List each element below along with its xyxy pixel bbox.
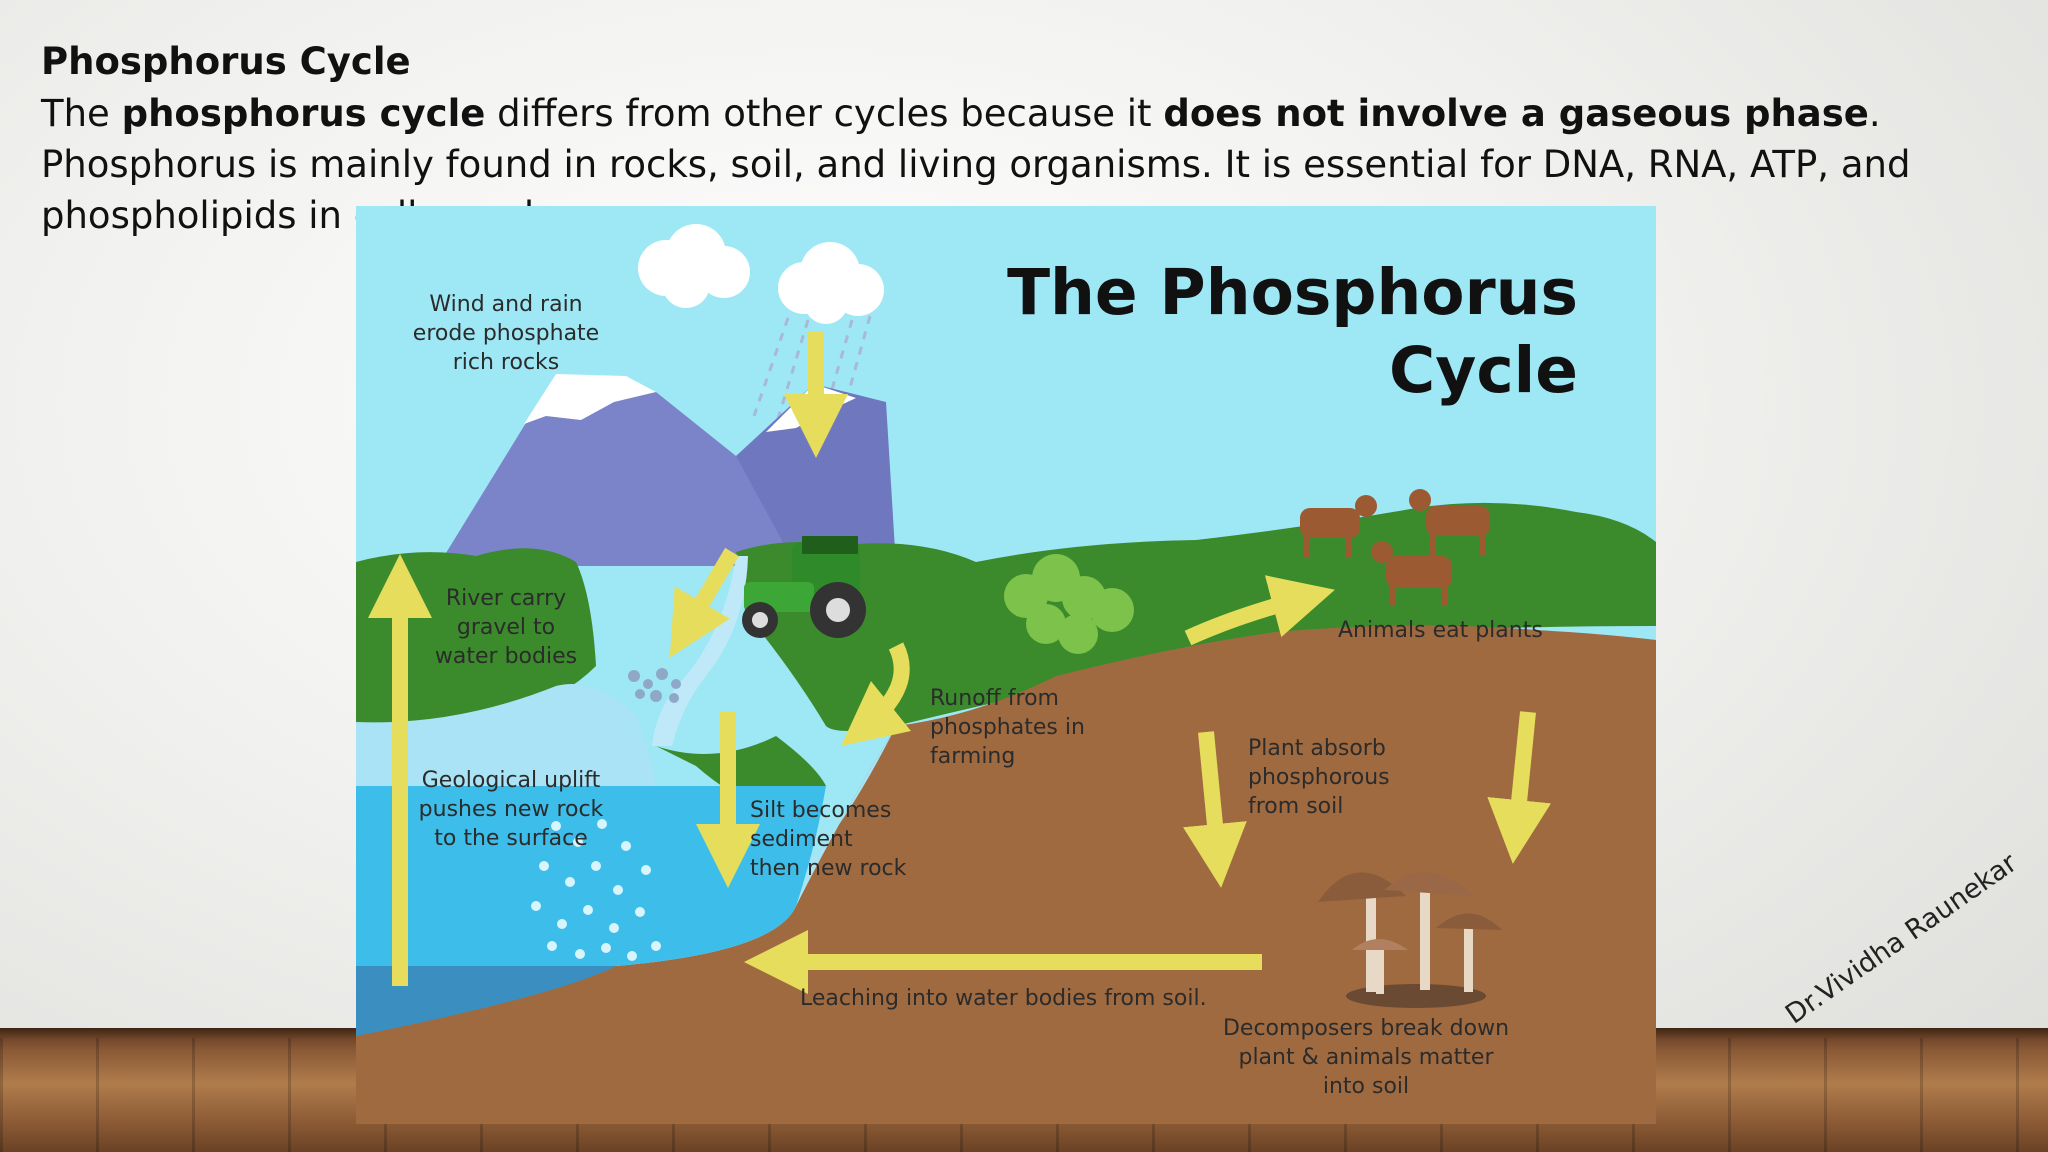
- author-signature: Dr.Vividha Raunekar: [1780, 847, 2023, 1031]
- cloud-icon: [638, 224, 750, 308]
- diagram-title: The Phosphorus Cycle: [1007, 254, 1578, 410]
- sediment-bubbles: [531, 819, 661, 961]
- mushrooms-icon: [1318, 872, 1502, 1008]
- slide-title: Phosphorus Cycle: [41, 40, 411, 83]
- label-river: River carry gravel to water bodies: [434, 586, 578, 669]
- arrow-runoff: [841, 642, 911, 746]
- label-animals: Animals eat plants: [1338, 618, 1543, 643]
- label-wind-rain: Wind and rain erode phosphate rich rocks: [412, 292, 600, 375]
- soil-layer: [356, 625, 1656, 1124]
- diagram-title-line-1: The Phosphorus: [1007, 256, 1578, 329]
- gravel-icon: [628, 668, 681, 703]
- body-text-1: The: [41, 92, 122, 135]
- arrow-to-animals: [1184, 575, 1335, 646]
- body-bold-2: does not involve a gaseous phase: [1163, 92, 1869, 135]
- plants-icon: [1004, 554, 1134, 654]
- rain-cloud-icon: [778, 242, 884, 324]
- cycle-arrows: [368, 332, 1552, 994]
- rain-lines: [752, 315, 872, 433]
- phosphorus-cycle-diagram: The Phosphorus Cycle Wind and rain erode…: [356, 206, 1656, 1124]
- label-runoff: Runoff from phosphates in farming: [930, 686, 1085, 769]
- arrow-animals-down: [1487, 711, 1552, 864]
- label-uplift: Geological uplift pushes new rock to the…: [418, 768, 604, 851]
- diagram-title-line-2: Cycle: [1389, 334, 1578, 407]
- arrow-plant-absorb: [1183, 731, 1247, 888]
- arrow-river-down: [669, 547, 739, 658]
- tractor-icon: [742, 536, 866, 638]
- body-text-2: differs from other cycles because it: [485, 92, 1164, 135]
- cows-icon: [1300, 489, 1490, 606]
- label-leaching: Leaching into water bodies from soil.: [800, 986, 1207, 1011]
- label-decomposers: Decomposers break down plant & animals m…: [1222, 1016, 1510, 1099]
- label-plant-absorb: Plant absorb phosphorous from soil: [1248, 736, 1390, 819]
- diagram-illustration: [356, 224, 1656, 1124]
- body-bold-1: phosphorus cycle: [121, 92, 486, 135]
- label-silt: Silt becomes sediment then new rock: [750, 798, 907, 881]
